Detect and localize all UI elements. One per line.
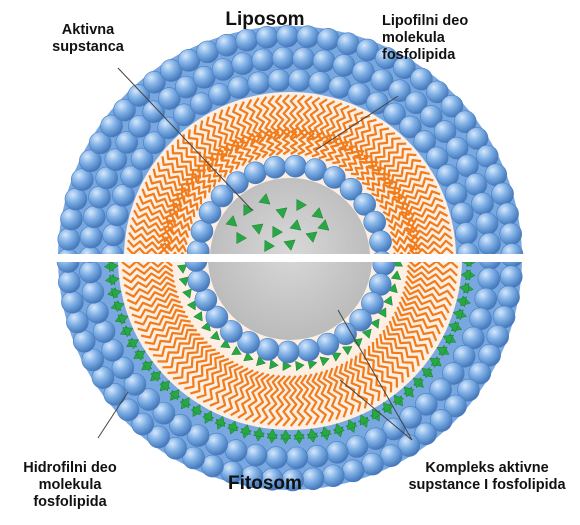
phospholipid-head [248,72,270,94]
phospholipid-head [465,173,487,195]
phospholipid-head [79,261,101,283]
phospholipid-head [197,41,219,63]
phospholipid-head [73,330,95,352]
phospholipid-head [93,321,115,343]
phospholipid-head [475,288,497,310]
phospholipid-head [216,34,238,56]
phospholipid-head [478,268,500,290]
phospholipid-head [60,208,82,230]
phospholipid-head [498,286,520,308]
phospholipid-head [333,54,355,76]
title-liposome: Liposom [205,9,325,31]
phospholipid-head [500,223,522,245]
phospholipid-head [455,222,477,244]
phospholipid-head [58,228,80,250]
phospholipid-head [479,233,501,255]
phospholipid-head [288,69,310,91]
phospholipid-head [245,444,267,466]
phospholipid-head [268,69,290,91]
phospholipid-head [364,211,386,233]
phospholipid-head [66,311,88,333]
phospholipid-head [272,47,294,69]
phospholipid-head [65,188,87,210]
phospholipid-head [244,162,266,184]
label-hydrophilic-part: Hidrofilni deo molekula fosfolipida [0,460,140,511]
phospholipid-head [106,204,128,226]
phospholipid-head [58,271,80,293]
label-complex: Kompleks aktivne supstance I fosfolipida [392,460,580,494]
phospholipid-head [445,183,467,205]
phospholipid-head [451,202,473,224]
phospholipid-head [492,183,514,205]
phospholipid-head [232,53,254,75]
phospholipid-head [286,447,308,469]
phospholipid-head [322,465,344,487]
title-phytosome: Fitosom [205,473,325,495]
phospholipid-head [470,308,492,330]
phospholipid-head [236,29,258,51]
phospholipid-head [80,226,102,248]
phospholipid-head [264,156,286,178]
phospholipid-head [252,49,274,71]
phospholipid-head [209,83,231,105]
phospholipid-head [317,28,339,50]
phospholipid-head [188,270,210,292]
phospholipid-head [317,333,339,355]
phospholipid-head [493,306,515,328]
phospholipid-head [337,33,359,55]
phospholipid-head [497,203,519,225]
phospholipid-head [297,339,319,361]
label-lipophilic-part: Lipofilni deo molekula fosfolipida [382,13,532,64]
phospholipid-head [306,445,328,467]
phospholipid-head [61,291,83,313]
phospholipid-head [225,440,247,462]
phospholipid-head [87,301,109,323]
phospholipid-head [277,341,299,363]
phospholipid-head [212,59,234,81]
phospholipid-head [313,50,335,72]
phospholipid-head [102,224,124,246]
phospholipid-head [228,77,250,99]
phospholipid-head [342,460,364,482]
phospholipid-head [500,266,522,288]
phospholipid-head [257,338,279,360]
label-active-substance: Aktivna supstanca [28,22,148,56]
phospholipid-head [471,193,493,215]
phospholipid-head [284,155,306,177]
phospholipid-head [309,72,331,94]
phospholipid-head [485,164,507,186]
split-gap [0,254,580,262]
phospholipid-head [265,447,287,469]
phospholipid-head [476,213,498,235]
phospholipid-head [195,289,217,311]
phospholipid-head [326,441,348,463]
phospholipid-head [88,186,110,208]
phospholipid-head [82,281,104,303]
phospholipid-head [293,47,315,69]
phospholipid-head [370,231,392,253]
phospholipid-head [83,206,105,228]
phospholipid-head [346,435,368,457]
phospholipid-head [361,453,383,475]
phospholipid-head [329,76,351,98]
